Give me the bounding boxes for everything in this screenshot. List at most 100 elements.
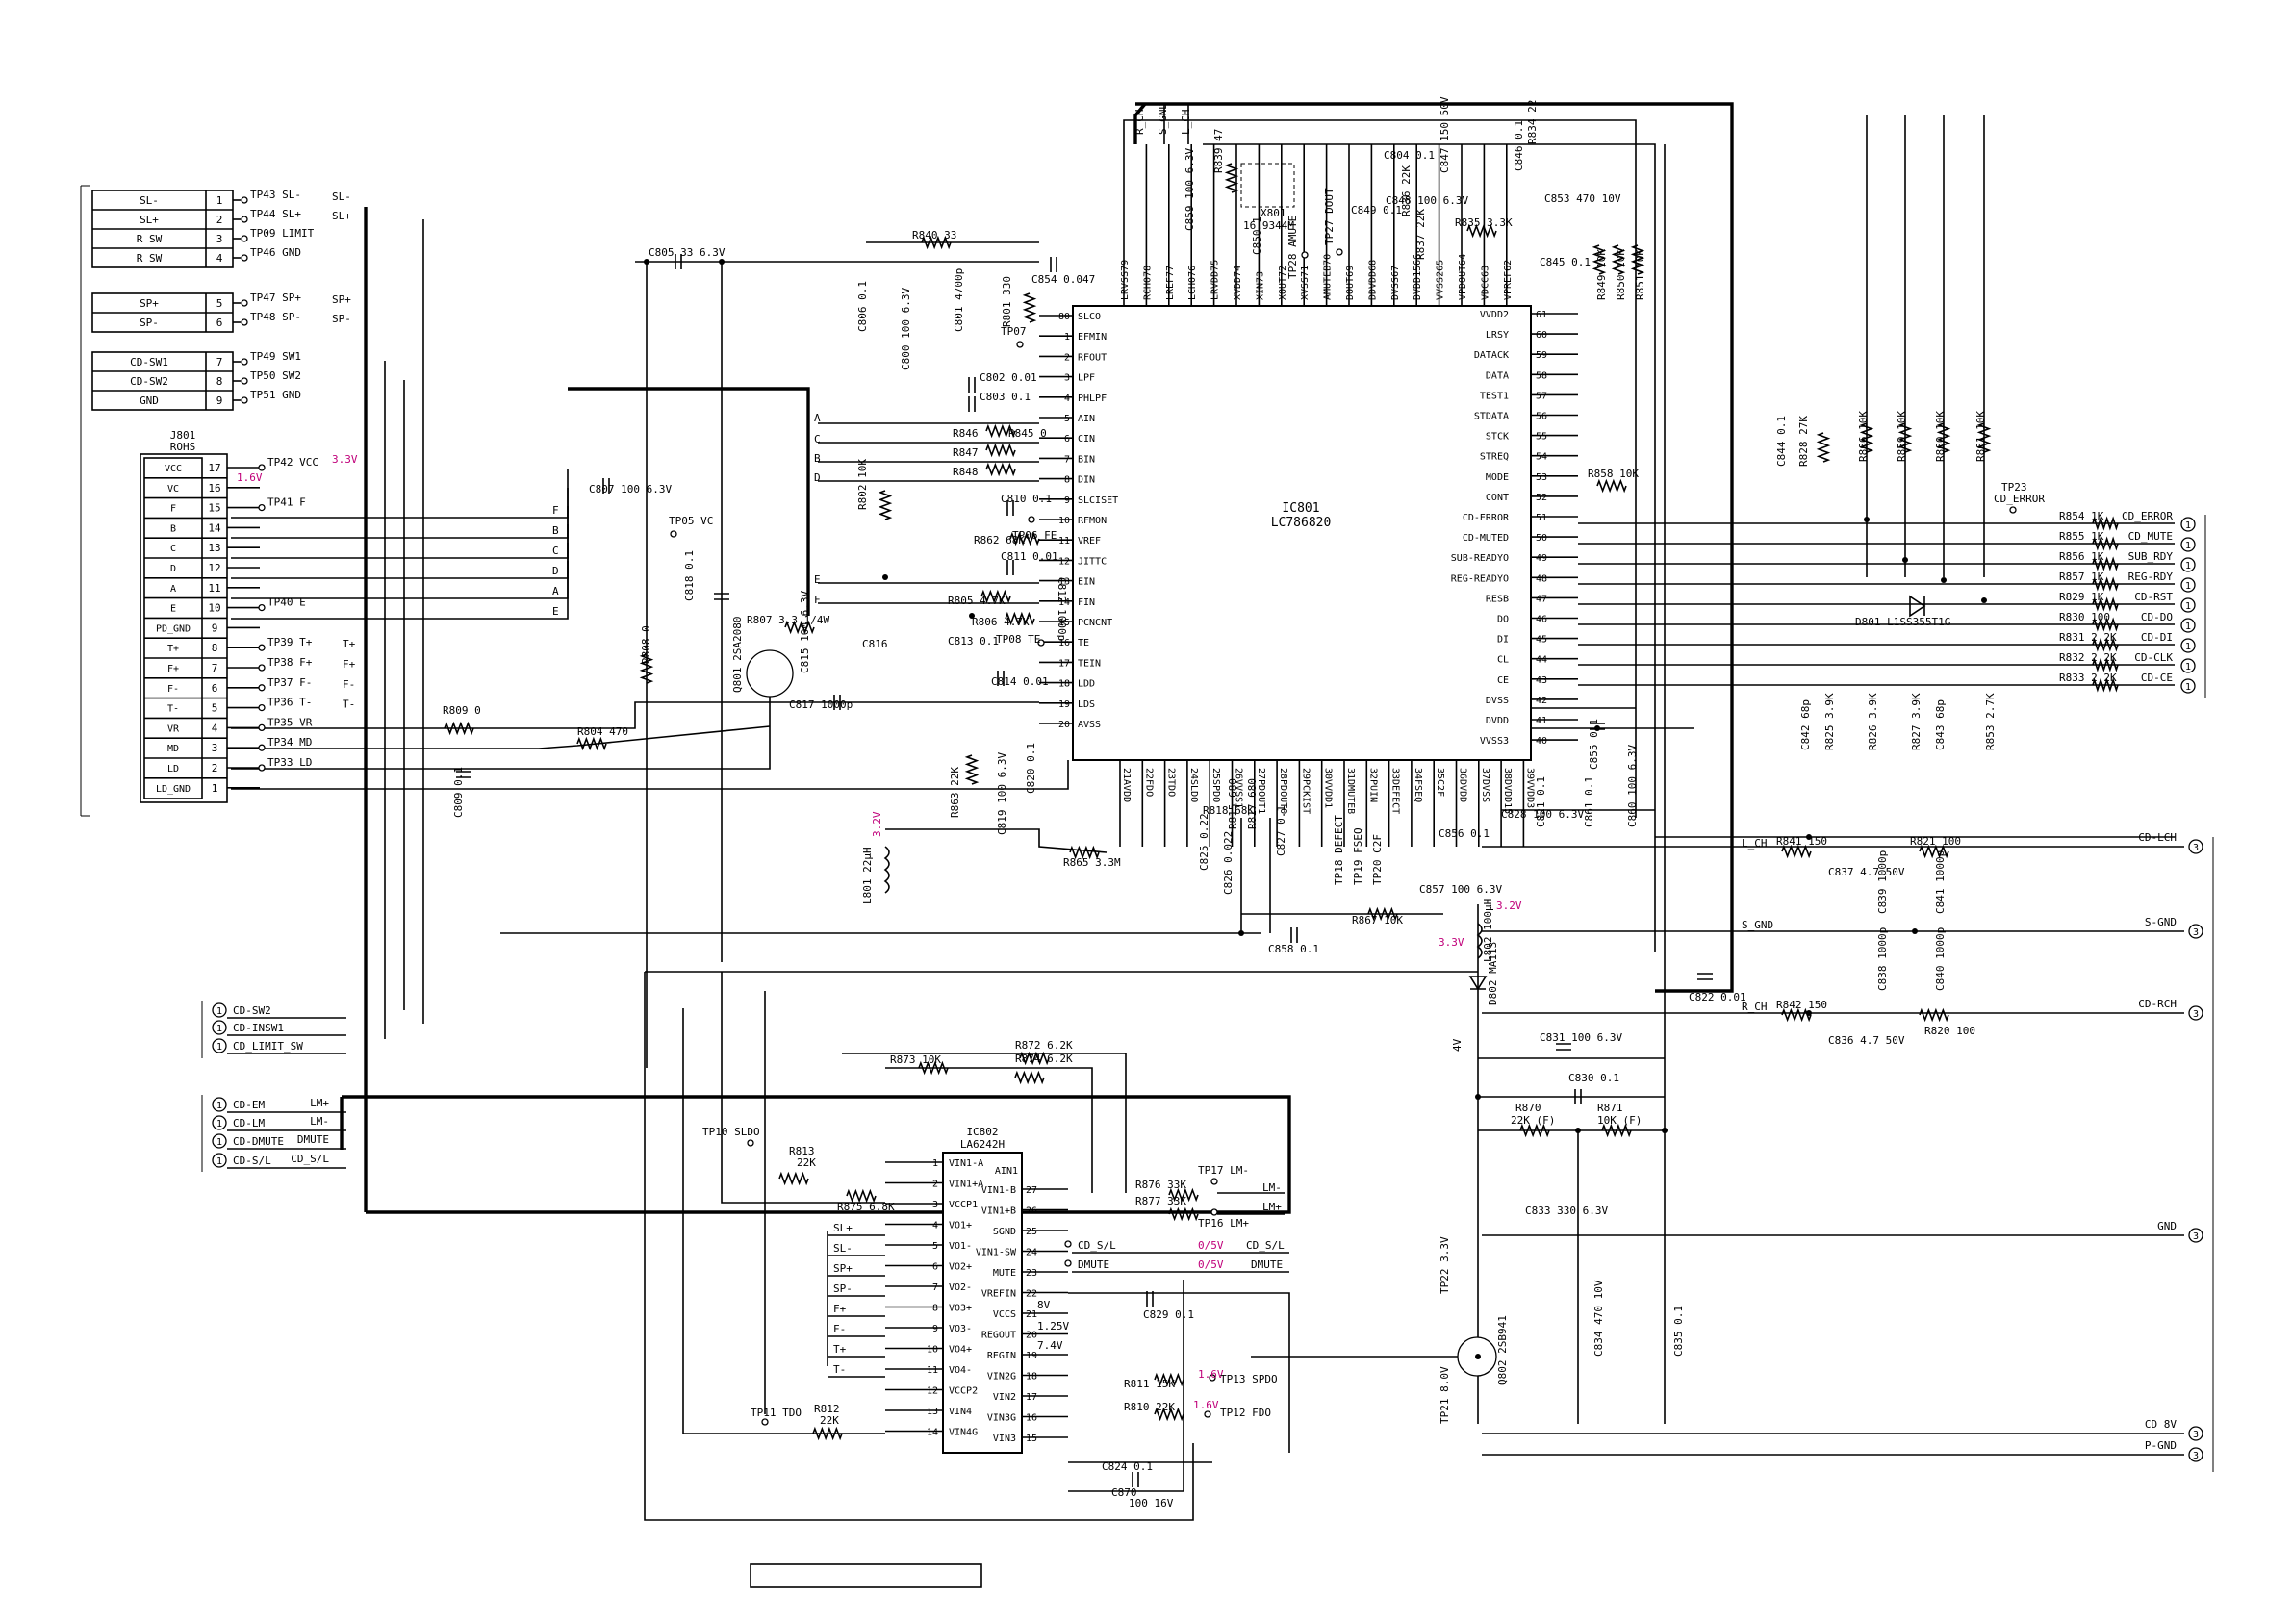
net-label: R_CH <box>1742 1001 1768 1013</box>
ic801-pin-name: LPF <box>1078 373 1095 384</box>
junction <box>1912 928 1918 934</box>
cap-label: C870 <box>1111 1486 1137 1499</box>
signal-label: T- <box>833 1363 846 1376</box>
ic801-pin-label: LCH076 <box>1187 266 1198 300</box>
ic801-pin-label: 32PUIN <box>1367 768 1378 802</box>
ic801-pin-name: TEST1 <box>1480 391 1509 401</box>
res-label: R807 3.3 1/4W <box>747 614 829 626</box>
ic801-pin-label: 23TDO <box>1166 768 1177 797</box>
res-label: 22K <box>797 1156 816 1169</box>
output-net-label: CD-CE <box>2141 672 2173 684</box>
capacitor <box>1006 560 1014 575</box>
port-number: 1 <box>2185 642 2191 652</box>
ic801-pin-label: VPREF62 <box>1503 260 1514 300</box>
signal-label: SP+ <box>332 293 351 306</box>
ic801-pin-name: EIN <box>1078 577 1095 588</box>
cap-label: C805 33 6.3V <box>649 246 726 259</box>
j801-pin-name: T- <box>167 704 179 715</box>
res-label: R802 10K <box>856 459 869 510</box>
res-label: R851 10K <box>1634 249 1646 300</box>
test-point-label: TP38 F+ <box>267 656 313 669</box>
diode-label: D801 L1SS355T1G <box>1855 616 1950 628</box>
wire-letter: D <box>814 471 821 484</box>
wire <box>842 1053 1127 1193</box>
port-number: 1 <box>2185 682 2191 693</box>
signal-label: DMUTE <box>297 1133 329 1146</box>
ic801-pin-name: STCK <box>1486 432 1509 443</box>
ic802-pin-name: AIN1 <box>995 1166 1018 1177</box>
ic801-pin-name: CIN <box>1078 434 1095 444</box>
res-label: R826 3.9K <box>1867 693 1879 750</box>
cap-label: C829 0.1 <box>1143 1308 1194 1321</box>
voltage-1v6: 1.6V <box>1198 1368 1224 1381</box>
net-label: R_CH <box>1133 110 1146 136</box>
capacitor <box>1006 500 1014 516</box>
cap-label: C860 100 6.3V <box>1626 745 1639 827</box>
capacitor <box>968 377 976 393</box>
resistor <box>1154 1407 1184 1422</box>
cap-label: C857 100 6.3V <box>1419 883 1502 896</box>
wire-letter: F <box>814 594 821 606</box>
ic802-pin-number: 17 <box>1026 1392 1037 1403</box>
res-label: R849 10K <box>1595 249 1608 300</box>
res-label: R813 <box>789 1145 815 1157</box>
port-number: 3 <box>2193 927 2199 938</box>
connector-pin-name: R SW <box>137 233 163 245</box>
ic801-pin-name: DVSS <box>1486 696 1509 706</box>
test-point-label: TP39 T+ <box>267 636 313 648</box>
ic802-pin-number: 22 <box>1026 1289 1037 1300</box>
j801-pin-number: 3 <box>212 742 218 754</box>
ic802-pin-number: 9 <box>932 1324 938 1334</box>
cap-label: C826 0.022 <box>1222 831 1235 895</box>
j801-pin-name: PD_GND <box>156 623 191 634</box>
signal-label: F- <box>343 678 355 691</box>
bus-wire <box>342 1095 1291 1214</box>
j801-pin-number: 16 <box>208 482 220 495</box>
res-label: R865 3.3M <box>1063 856 1121 869</box>
cap-label: C844 0.1 <box>1775 416 1788 467</box>
cap-label: C840 1000p <box>1934 927 1947 991</box>
ic801-pin-number: 55 <box>1536 432 1547 443</box>
port-number: 1 <box>2185 601 2191 612</box>
res-label: R848 <box>953 466 979 478</box>
connector-pin-name: SL+ <box>140 214 159 226</box>
audio-net-label: CD-RCH <box>2138 998 2177 1010</box>
ic802-pin-name: VIN4G <box>949 1428 978 1438</box>
cap-label: C843 68p <box>1934 699 1947 750</box>
resistor <box>1367 906 1398 922</box>
cap-label: C811 0.01 <box>1001 550 1058 563</box>
output-net-label: SUB_RDY <box>2128 550 2174 563</box>
test-point <box>1064 1240 1072 1248</box>
j801-pin-name: F <box>170 504 176 515</box>
ic802-pin-name: VO3+ <box>949 1304 972 1314</box>
signal-letter: E <box>552 605 559 618</box>
signal-label: F- <box>833 1323 846 1335</box>
net-label: L_CH <box>1742 837 1768 850</box>
connector-pin-name: GND <box>140 394 159 407</box>
junction <box>1475 1354 1481 1359</box>
resistor <box>2092 536 2119 551</box>
cap-label: C810 0.1 <box>1001 493 1052 505</box>
ic801-pin-number: 57 <box>1536 391 1547 401</box>
j801-signal-wire <box>231 524 569 579</box>
resistor <box>1168 1206 1199 1222</box>
cap-label: C831 100 6.3V <box>1540 1031 1622 1044</box>
ic801-pin-name: SUB-READYO <box>1451 553 1509 564</box>
test-point-label: TP51 GND <box>250 389 301 401</box>
res-label: R835 3.3K <box>1455 216 1513 229</box>
inductor-l801 <box>883 846 890 894</box>
ic801-pin-number: 5 <box>1064 414 1070 424</box>
port-number: 1 <box>216 1024 222 1034</box>
port-number: 1 <box>2185 581 2191 592</box>
left-port-label: CD-DMUTE <box>233 1135 284 1148</box>
j801-pin-number: 15 <box>208 502 220 515</box>
net-label: S_GND <box>1157 103 1169 135</box>
port-number: 3 <box>2193 1451 2199 1461</box>
test-point-label: TP44 SL+ <box>250 208 301 220</box>
j801-signal-wire <box>231 543 569 599</box>
ic801-pin-number: 6 <box>1064 434 1070 444</box>
tp-label: CD_ERROR <box>1994 493 2045 505</box>
cap-label: C850 1 <box>1251 216 1263 255</box>
j801-signal-wire <box>231 561 569 620</box>
test-point <box>258 703 266 712</box>
